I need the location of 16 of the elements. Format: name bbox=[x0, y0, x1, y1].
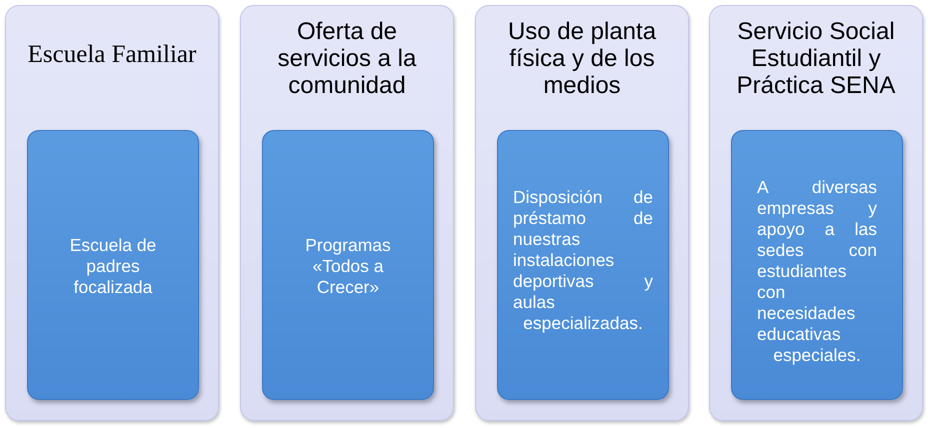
category-panel bbox=[5, 5, 219, 421]
description-box bbox=[262, 130, 434, 400]
description-box bbox=[497, 130, 669, 400]
panel-heading: Uso de planta física y de los medios bbox=[506, 18, 658, 100]
description-text: Escuela de padres focalizada bbox=[68, 235, 158, 299]
description-text: A diversas empresas y apoyo a las sedes con estudiantes con necesidades educativas especiales. bbox=[757, 177, 877, 367]
panel-heading: Escuela Familiar bbox=[28, 40, 196, 70]
category-panel bbox=[240, 5, 454, 421]
panel-heading: Oferta de servicios a la comunidad bbox=[276, 18, 418, 100]
panel-heading: Servicio Social Estudiantil y Práctica SENA bbox=[736, 18, 896, 100]
category-panel bbox=[709, 5, 923, 421]
description-box bbox=[27, 130, 199, 400]
description-text: Disposición de préstamo de nuestras instalaciones deportivas y aulas especializadas. bbox=[513, 187, 653, 335]
description-text: Programas «Todos a Crecer» bbox=[304, 235, 392, 299]
description-box bbox=[731, 130, 903, 400]
category-panel bbox=[475, 5, 689, 421]
